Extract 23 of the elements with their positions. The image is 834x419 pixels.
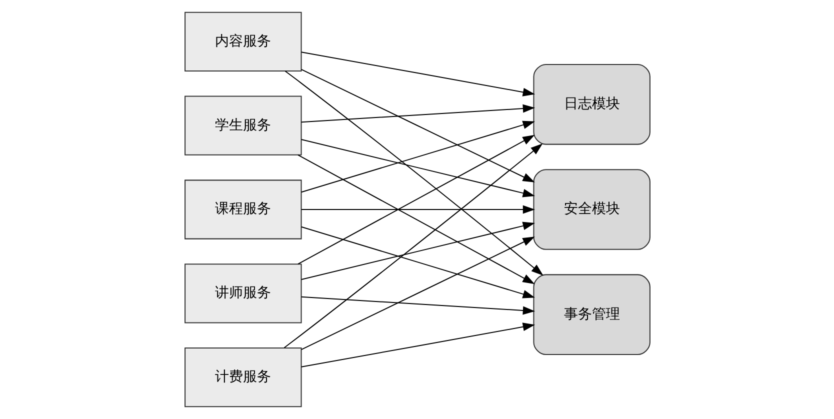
arrow [297,154,534,284]
arrow [300,322,534,368]
arrow [300,236,534,350]
node-box: 计费服务 [184,347,302,408]
arrow [300,205,535,214]
node-box: 讲师服务 [184,264,302,324]
arrow [284,70,543,276]
node-box: 内容服务 [184,12,302,72]
arrow [300,120,534,193]
arrow [300,52,534,96]
arrow [300,226,534,298]
arrow [300,222,534,280]
arrow [283,143,542,348]
arrow [300,104,535,123]
node-box: 安全模块 [532,169,650,250]
node-box: 日志模块 [532,64,650,145]
arrow [300,68,534,182]
node-box: 事务管理 [532,274,650,356]
arrow [297,134,534,264]
arrow [300,138,534,198]
node-box: 学生服务 [184,96,302,156]
node-box: 课程服务 [184,180,302,240]
arrow [300,296,535,315]
